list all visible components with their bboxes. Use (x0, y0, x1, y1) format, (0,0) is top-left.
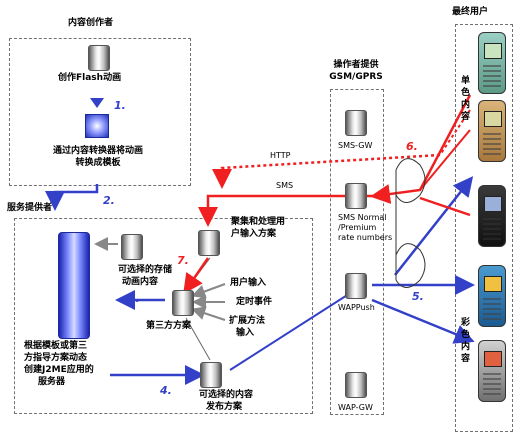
phone-icon (478, 265, 506, 327)
phone-icon (478, 340, 506, 402)
aggregate-line1: 聚集和处理用 (231, 217, 286, 227)
third-party-server-icon (172, 290, 194, 316)
user-input-label: 用户输入 (230, 278, 267, 288)
timed-event-label: 定时事件 (236, 297, 273, 307)
server-desc-line1: 根据模板或第三 (24, 341, 88, 351)
wap-gw-icon (345, 372, 367, 398)
sms-normal-icon (345, 183, 367, 209)
aggregate-line2: 户输入方案 (231, 229, 277, 239)
optional-publish-line2: 发布方案 (206, 402, 243, 412)
step-2: 2. (103, 194, 115, 207)
color-content-char2: 色 (461, 330, 471, 340)
end-user-region (455, 24, 513, 432)
phone-icon (478, 185, 506, 247)
optional-publish-line1: 可选择的内容 (199, 390, 254, 400)
create-flash-label: 创作Flash动画 (58, 73, 122, 83)
converter-label-line1: 通过内容转换器将动画 (52, 146, 143, 156)
flash-server-icon (88, 45, 110, 71)
wap-push-icon (345, 273, 367, 299)
sms-gw-label: SMS-GW (338, 141, 373, 150)
color-content-char4: 容 (461, 354, 471, 364)
converter-label-line2: 转换成模板 (75, 158, 121, 168)
aggregate-server-icon (198, 230, 220, 256)
step-4: 4. (160, 384, 172, 397)
mono-content-char1: 单 (461, 76, 471, 86)
content-creator-region (9, 38, 191, 186)
optional-store-line1: 可选择的存储 (118, 265, 173, 275)
extend-method-line2: 输入 (236, 328, 255, 338)
down-arrow-icon (90, 98, 104, 108)
color-content-char1: 彩 (461, 318, 471, 328)
storage-icon (121, 234, 143, 260)
step-3: 3. (128, 292, 140, 305)
wap-gw-label: WAP-GW (338, 403, 373, 412)
sms-normal-line1: SMS Normal (338, 213, 387, 222)
step-5: 5. (412, 290, 424, 303)
server-desc-line4: 服务器 (38, 377, 66, 387)
extend-method-line1: 扩展方法 (229, 316, 266, 326)
phone-icon (478, 32, 506, 94)
wap-push-label: WAPPush (338, 303, 375, 312)
operator-title-line2: GSM/GPRS (329, 72, 383, 82)
mono-content-char3: 内 (461, 100, 471, 110)
server-desc-line3: 创建J2ME应用的 (24, 365, 94, 375)
publish-server-icon (200, 362, 222, 388)
operator-region (330, 89, 384, 415)
service-provider-title: 服务提供者 (7, 203, 53, 213)
color-content-char3: 内 (461, 342, 471, 352)
end-user-title: 最终用户 (452, 7, 489, 17)
step-7: 7. (177, 254, 189, 267)
converter-icon (85, 114, 109, 138)
phone-icon (478, 100, 506, 162)
third-party-label: 第三方方案 (146, 321, 192, 331)
step-6: 6. (406, 140, 418, 153)
optional-store-line2: 动画内容 (122, 277, 159, 287)
content-creator-title: 内容创作者 (68, 18, 114, 28)
sms-label: SMS (276, 181, 294, 190)
server-desc-line2: 方指导方案动态 (24, 353, 88, 363)
j2me-server-icon (58, 232, 90, 339)
mono-content-char4: 容 (461, 112, 471, 122)
http-label: HTTP (270, 151, 291, 160)
sms-gw-icon (345, 110, 367, 136)
sms-normal-line3: rate numbers (338, 233, 393, 242)
sms-normal-line2: /Premium (338, 223, 377, 232)
step-1: 1. (114, 99, 126, 112)
service-provider-region (14, 218, 313, 414)
mono-content-char2: 色 (461, 88, 471, 98)
operator-title-line1: 操作者提供 (333, 60, 379, 70)
